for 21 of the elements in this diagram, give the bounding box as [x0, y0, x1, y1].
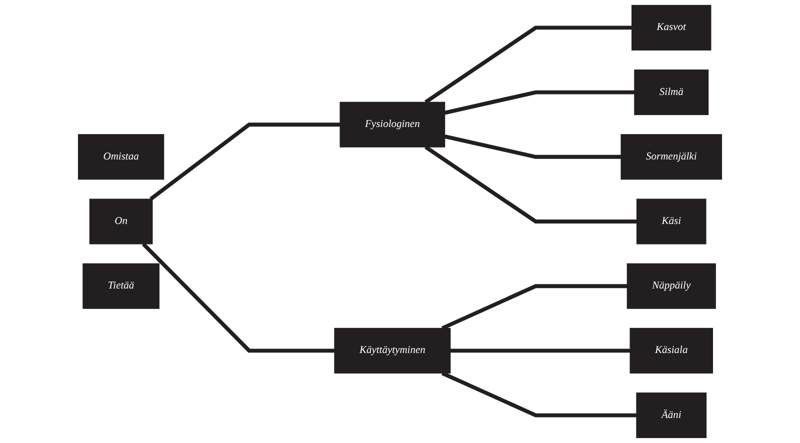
node-box: Sormenjälki [620, 134, 722, 180]
node-box: Fysiologinen [340, 102, 446, 148]
node-box: Tietää [82, 263, 160, 309]
node-box: Silmä [634, 70, 709, 116]
connector [150, 122, 340, 201]
connector [142, 242, 334, 353]
node-box: Kasvot [632, 4, 712, 50]
node-box: Ääni [636, 392, 707, 438]
connector [441, 371, 636, 418]
node-box: Käyttäytyminen [334, 328, 451, 374]
node-box: Käsi [636, 198, 706, 244]
connector [424, 145, 637, 224]
connector [444, 90, 634, 115]
node-box: Näppäily [626, 263, 716, 309]
connector [424, 26, 632, 104]
connector [441, 284, 628, 330]
connector [450, 348, 630, 353]
connector [444, 134, 622, 159]
node-box: Omistaa [78, 134, 164, 180]
node-box: On [89, 198, 153, 244]
node-box: Käsiala [630, 328, 713, 374]
